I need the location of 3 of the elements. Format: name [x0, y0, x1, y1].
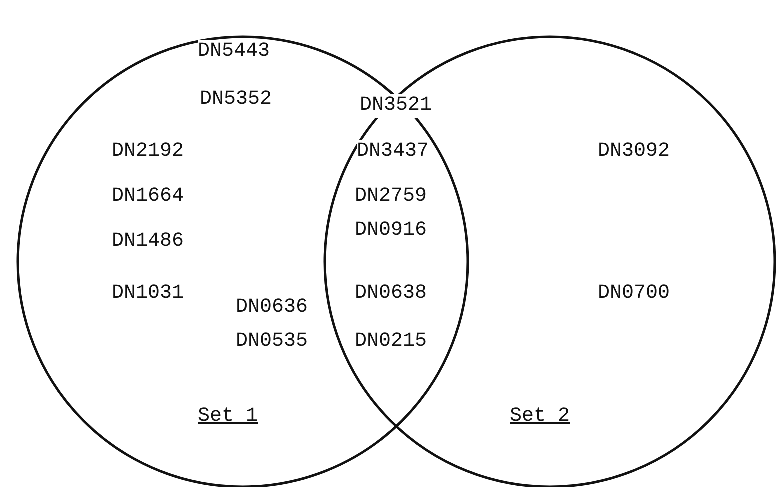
- set-label: Set 2: [510, 405, 570, 429]
- set-label: Set 1: [198, 405, 258, 429]
- item-code: DN3521: [360, 94, 432, 118]
